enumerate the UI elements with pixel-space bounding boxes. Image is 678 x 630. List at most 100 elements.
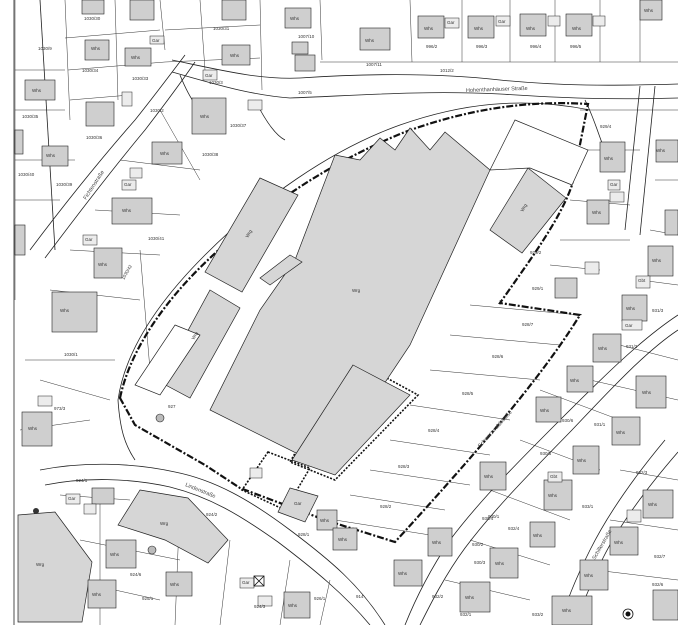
map-feature	[621, 319, 643, 331]
map-label: Whs	[592, 210, 602, 215]
map-label: Whs	[598, 346, 608, 351]
map-label: 1030/35	[22, 114, 39, 119]
map-label: Gar	[85, 237, 93, 242]
map-feature	[117, 399, 136, 461]
map-label: Whs	[616, 430, 626, 435]
map-label: Whs	[160, 151, 170, 156]
map-feature	[14, 224, 26, 256]
map-feature	[134, 324, 201, 396]
map-feature	[332, 527, 358, 551]
map-feature	[467, 15, 495, 39]
map-feature	[149, 35, 165, 45]
map-feature	[39, 463, 386, 626]
map-label: Whs	[46, 153, 56, 158]
map-feature	[14, 129, 24, 155]
map-label: Gar	[152, 38, 160, 43]
map-feature	[579, 559, 609, 591]
map-feature	[444, 17, 460, 29]
garages	[37, 15, 651, 607]
map-feature	[121, 179, 137, 191]
map-label: 932/3	[636, 470, 648, 475]
map-label: 932/4	[508, 526, 520, 531]
map-label: Whs	[495, 561, 505, 566]
map-feature	[611, 416, 641, 446]
garage-site[interactable]	[277, 487, 319, 523]
map-feature	[151, 141, 183, 165]
map-feature	[83, 503, 97, 515]
map-feature	[155, 413, 165, 423]
map-label: 933/2	[532, 612, 544, 617]
map-feature	[554, 277, 578, 299]
map-label: Whs	[570, 378, 580, 383]
map-feature	[283, 591, 311, 619]
hall-right[interactable]	[489, 167, 567, 254]
map-label: 1030/39	[56, 182, 73, 187]
map-label: Gar	[610, 182, 618, 187]
map-label: Gar	[124, 182, 132, 187]
map-feature	[284, 7, 312, 29]
map-feature	[535, 396, 562, 423]
map-label: Whs	[644, 8, 654, 13]
map-label: Whs	[28, 426, 38, 431]
gewerbe-building[interactable]	[117, 489, 229, 564]
map-label: Whs	[230, 53, 240, 58]
label-wrg-main: Wrg	[352, 288, 361, 293]
map-label: 924/3	[254, 604, 266, 609]
site-boundary[interactable]	[118, 102, 590, 544]
map-feature	[565, 13, 593, 37]
map-feature	[539, 389, 621, 421]
map-label: 931/1	[594, 422, 606, 427]
hall-sub[interactable]	[291, 364, 411, 476]
map-label: 996/4	[530, 44, 542, 49]
map-label: Whs	[131, 55, 141, 60]
map-label: Whs	[122, 208, 132, 213]
map-feature	[489, 489, 571, 521]
map-feature	[489, 119, 589, 186]
building-bottom-left[interactable]	[17, 511, 93, 623]
map-feature	[547, 15, 561, 27]
map-label: 924/1	[76, 478, 88, 483]
map-feature	[609, 519, 678, 531]
map-feature	[147, 545, 157, 555]
map-feature	[584, 261, 600, 275]
map-label: 1030/36	[86, 135, 103, 140]
map-feature	[51, 291, 98, 333]
map-label: Whs	[526, 26, 536, 31]
map-feature	[592, 333, 622, 363]
map-feature	[586, 199, 610, 225]
map-feature	[592, 15, 606, 27]
map-feature	[429, 369, 541, 381]
hall-left[interactable]	[204, 177, 299, 293]
map-feature	[129, 0, 155, 21]
map-label: 1030/37	[230, 123, 247, 128]
map-label: 930/2	[472, 542, 484, 547]
map-feature	[609, 526, 639, 556]
hall-strip[interactable]	[259, 254, 303, 286]
map-feature	[294, 54, 316, 72]
map-label: Whs	[652, 258, 662, 263]
map-label: Whs	[548, 493, 558, 498]
map-feature	[41, 145, 69, 167]
map-label: Gbt	[550, 474, 558, 479]
map-feature	[519, 13, 547, 37]
map-label: 1012/2	[440, 68, 454, 73]
map-label: 1030/30	[84, 16, 101, 21]
map-label: Whs	[92, 592, 102, 597]
map-label: 1030/1	[64, 352, 78, 357]
map-feature	[64, 29, 161, 39]
map-feature	[547, 471, 563, 483]
map-label: 1030/9	[38, 46, 52, 51]
label-wrg-left: Wrg	[245, 228, 254, 238]
map-feature	[105, 539, 137, 569]
sub-plot-boundary-2[interactable]	[240, 451, 312, 512]
map-feature	[419, 329, 678, 626]
map-feature	[85, 101, 115, 127]
label-wrg-long: Wrg	[191, 330, 200, 340]
map-label: Gar	[498, 19, 506, 24]
map-feature	[87, 579, 117, 609]
map-feature	[171, 59, 678, 86]
map-feature	[139, 249, 151, 371]
map-feature	[369, 469, 471, 486]
